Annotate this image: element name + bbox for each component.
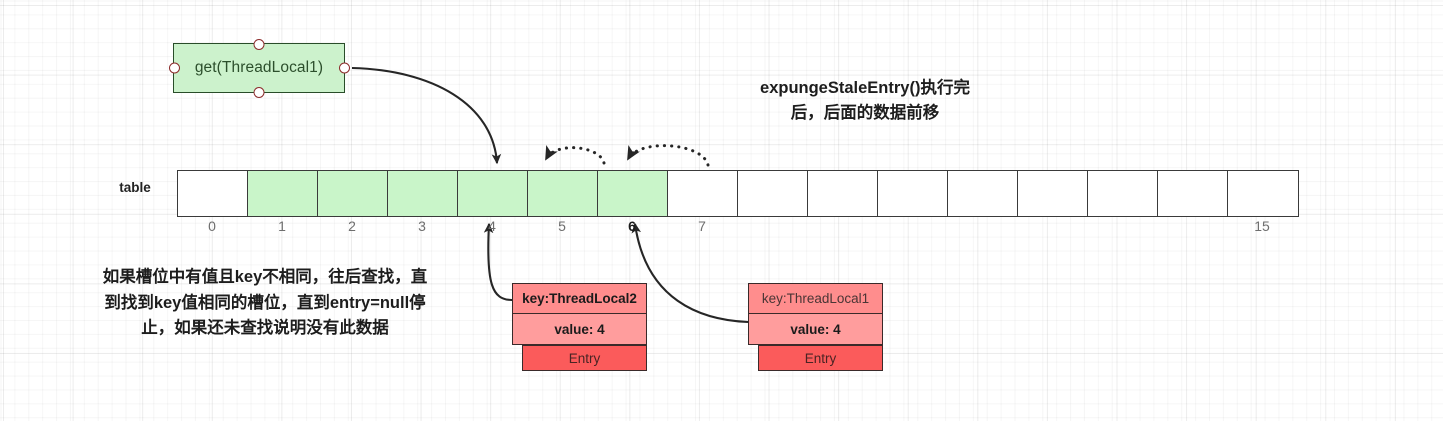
table-cells <box>177 170 1299 217</box>
entry-key: key:ThreadLocal2 <box>513 284 646 314</box>
table-cell-13[interactable] <box>1088 171 1158 216</box>
port-bottom-handle[interactable] <box>253 86 265 98</box>
table-cell-0[interactable] <box>178 171 248 216</box>
note-left-line-3: 止，如果还未查找说明没有此数据 <box>141 319 389 338</box>
table-index-label-15: 15 <box>1254 218 1270 234</box>
table-index-labels: 0 1 2 3 4 5 6 7 15 <box>177 218 1297 238</box>
title-note-line-1: expungeStaleEntry()执行完 <box>760 79 970 97</box>
table-index-label-7: 7 <box>698 218 706 234</box>
table-cell-7[interactable] <box>668 171 738 216</box>
title-note-line-2: 后，后面的数据前移 <box>790 103 940 122</box>
entry-value: value: 4 <box>513 314 646 344</box>
table-index-label-3: 3 <box>418 218 426 234</box>
table-cell-4[interactable] <box>458 171 528 216</box>
title-note: expungeStaleEntry()执行完 后，后面的数据前移 <box>700 76 1030 126</box>
table-index-label-4: 4 <box>488 218 496 234</box>
table-index-label-8 <box>737 218 807 238</box>
table-cell-8[interactable] <box>738 171 808 216</box>
action-box-label: get(ThreadLocal1) <box>194 59 324 76</box>
entry-type-tag: Entry <box>758 345 883 371</box>
table-cell-15[interactable] <box>1228 171 1298 216</box>
note-left: 如果槽位中有值且key不相同，往后查找，直 到找到key值相同的槽位，直到ent… <box>42 265 488 342</box>
note-left-line-2: 到找到key值相同的槽位，直到entry=null停 <box>104 293 426 312</box>
table-cell-9[interactable] <box>808 171 878 216</box>
table-cell-1[interactable] <box>248 171 318 216</box>
entry-value: value: 4 <box>749 314 882 344</box>
port-top-handle[interactable] <box>253 38 265 50</box>
table-index-label-9 <box>807 218 877 238</box>
arrow-shift-7-to-6 <box>626 144 710 167</box>
table-cell-12[interactable] <box>1018 171 1088 216</box>
table-index-label-5: 5 <box>558 218 566 234</box>
arrow-get-to-cell4 <box>351 66 502 165</box>
table-cell-5[interactable] <box>528 171 598 216</box>
note-left-line-1: 如果槽位中有值且key不相同，往后查找，直 <box>102 268 428 286</box>
entry-key: key:ThreadLocal1 <box>749 284 882 314</box>
table-cell-2[interactable] <box>318 171 388 216</box>
port-left-handle[interactable] <box>168 62 180 74</box>
entry-kv-block: key:ThreadLocal2 value: 4 <box>512 283 647 345</box>
table-index-label-10 <box>877 218 947 238</box>
entry-card-threadlocal1[interactable]: key:ThreadLocal1 value: 4 Entry <box>748 283 883 371</box>
entry-kv-block: key:ThreadLocal1 value: 4 <box>748 283 883 345</box>
table-index-label-12 <box>1017 218 1087 238</box>
table-index-label-11 <box>947 218 1017 238</box>
entry-type-tag: Entry <box>522 345 647 371</box>
table-index-label-1: 1 <box>278 218 286 234</box>
table-index-label-2: 2 <box>348 218 356 234</box>
table-cell-11[interactable] <box>948 171 1018 216</box>
arrow-shift-6-to-5 <box>544 145 606 165</box>
port-right-handle[interactable] <box>338 62 350 74</box>
table-index-label-6: 6 <box>628 218 636 234</box>
table-cell-6[interactable] <box>598 171 668 216</box>
action-box-get-threadlocal1[interactable]: get(ThreadLocal1) <box>168 38 350 98</box>
table-cell-10[interactable] <box>878 171 948 216</box>
table-index-label-0: 0 <box>208 218 216 234</box>
table-index-label-14 <box>1157 218 1227 238</box>
entry-card-threadlocal2[interactable]: key:ThreadLocal2 value: 4 Entry <box>512 283 647 371</box>
arrow-entry1-to-cell6 <box>631 222 749 324</box>
table-cell-14[interactable] <box>1158 171 1228 216</box>
table-cell-3[interactable] <box>388 171 458 216</box>
table-index-label-13 <box>1087 218 1157 238</box>
table-label: table <box>119 180 151 195</box>
